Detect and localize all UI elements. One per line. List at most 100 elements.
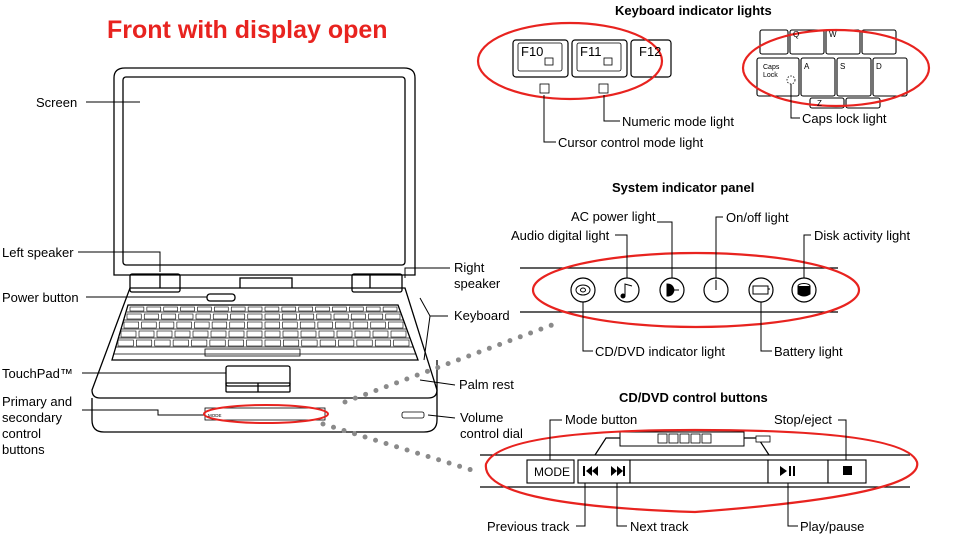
label-control-buttons-3: control xyxy=(2,426,42,441)
laptop-leader-lines xyxy=(78,101,456,419)
cd-mode-key: MODE xyxy=(534,465,570,479)
keycap xyxy=(352,321,369,329)
keycap xyxy=(120,330,137,338)
keycap xyxy=(338,339,355,347)
keycap xyxy=(174,330,191,338)
keycap xyxy=(210,330,227,338)
keycap xyxy=(158,321,175,329)
label-ac-power: AC power light xyxy=(571,209,656,224)
keycap xyxy=(382,306,398,312)
laptop-front-edge xyxy=(91,398,438,433)
cd-controls-heading: CD/DVD control buttons xyxy=(619,390,768,405)
label-left-speaker: Left speaker xyxy=(2,245,74,260)
cd-control-leaders xyxy=(549,419,847,527)
right-speaker-grille xyxy=(351,273,403,293)
keycap xyxy=(117,339,134,347)
keycap xyxy=(246,339,263,347)
keycap xyxy=(126,313,142,320)
laptop-screen xyxy=(122,76,406,266)
keycap xyxy=(230,306,246,312)
keycap xyxy=(214,306,229,312)
key-f12: F12 xyxy=(639,44,662,59)
keycap xyxy=(335,321,351,329)
laptop-cd-callout-ellipse xyxy=(203,404,329,424)
system-indicator-panel xyxy=(520,251,861,329)
keycap xyxy=(229,321,245,329)
keyboard-indicator-heading: Keyboard indicator lights xyxy=(615,3,772,18)
stop-eject-icon xyxy=(843,466,852,475)
label-touchpad: TouchPad™ xyxy=(2,366,73,381)
keyboard-area xyxy=(111,304,419,361)
keycap xyxy=(374,339,391,347)
key-q: Q xyxy=(793,30,800,39)
key-d: D xyxy=(876,62,882,71)
keyboard-right-callout-ellipse xyxy=(741,28,931,108)
label-audio-digital: Audio digital light xyxy=(511,228,610,243)
key-w: W xyxy=(829,30,837,39)
keycap xyxy=(123,321,139,329)
previous-track-icon xyxy=(583,466,585,476)
label-caps-lock: Caps lock light xyxy=(802,111,887,126)
laptop-illustration xyxy=(91,67,438,433)
keycap xyxy=(138,330,155,338)
label-palm-rest: Palm rest xyxy=(459,377,514,392)
label-play-pause: Play/pause xyxy=(800,519,865,534)
label-keyboard: Keyboard xyxy=(454,308,510,323)
keycap xyxy=(146,306,162,312)
keycap xyxy=(319,339,336,347)
keycap xyxy=(209,339,226,347)
keycap xyxy=(299,321,316,329)
key-z: Z xyxy=(817,99,822,108)
keycap xyxy=(317,321,333,329)
keycap xyxy=(365,306,381,312)
keycap xyxy=(230,313,246,320)
label-power-button: Power button xyxy=(2,290,79,305)
label-volume-1: Volume xyxy=(460,410,504,425)
key-s: S xyxy=(840,62,846,71)
keycap xyxy=(178,313,194,320)
keyboard-left-callout-ellipse xyxy=(476,21,664,101)
keycap xyxy=(247,306,263,312)
label-battery: Battery light xyxy=(774,344,843,359)
system-panel-heading: System indicator panel xyxy=(612,180,755,195)
label-disk-activity: Disk activity light xyxy=(814,228,911,243)
keyboard-indicator-closeup-left xyxy=(476,21,672,101)
play-pause-icon xyxy=(780,466,795,476)
label-previous-track: Previous track xyxy=(487,519,570,534)
diagram-title: Front with display open xyxy=(107,16,388,44)
label-numeric-mode: Numeric mode light xyxy=(622,114,734,129)
keycap xyxy=(264,339,281,347)
keycap xyxy=(281,306,297,312)
keycap xyxy=(154,339,171,347)
label-mode-button: Mode button xyxy=(565,412,638,427)
label-screen: Screen xyxy=(36,95,78,110)
keycap xyxy=(336,330,353,338)
keycap xyxy=(141,321,157,329)
keycap xyxy=(281,313,297,320)
keycap xyxy=(282,321,298,329)
key-f10: F10 xyxy=(521,44,544,59)
keycap xyxy=(194,321,210,329)
cd-callout-ellipse xyxy=(484,428,919,514)
keycap xyxy=(191,339,208,347)
keycap xyxy=(393,339,410,347)
label-control-buttons-1: Primary and xyxy=(2,394,73,409)
key-caps-2: Lock xyxy=(763,72,778,79)
keycap xyxy=(333,313,349,320)
keycap xyxy=(163,306,178,312)
keycap xyxy=(264,321,280,329)
keycap xyxy=(264,330,281,338)
keycap xyxy=(299,313,315,320)
keycap xyxy=(211,321,228,329)
keycap xyxy=(356,339,373,347)
key-a: A xyxy=(804,62,810,71)
label-volume-2: control dial xyxy=(460,426,523,441)
label-right-speaker-2: speaker xyxy=(454,276,501,291)
keycap xyxy=(247,321,263,329)
keycap xyxy=(301,339,318,347)
keyboard-indicator-closeup-right xyxy=(741,28,931,109)
keycap xyxy=(129,306,145,312)
audio-digital-indicator-icon xyxy=(614,277,640,303)
